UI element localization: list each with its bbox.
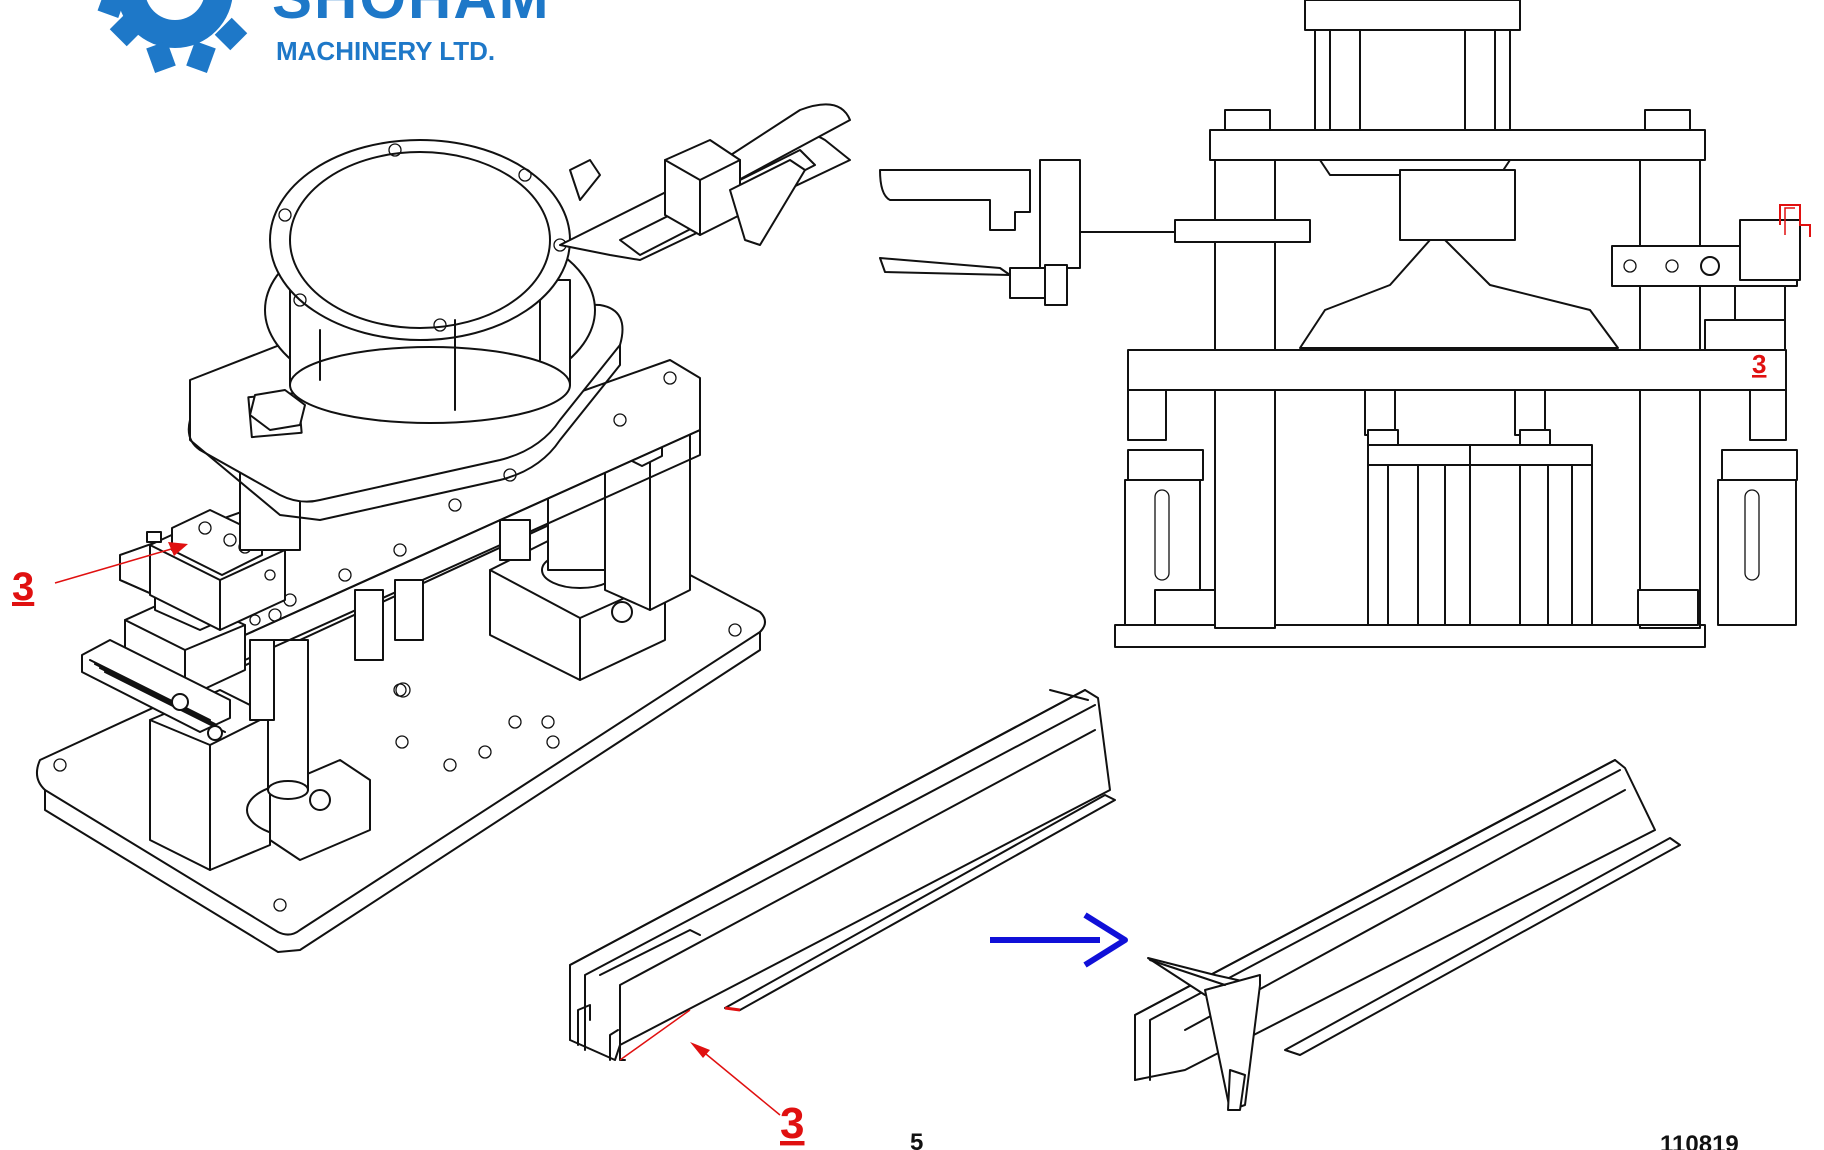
callout-right-label: 3 — [1752, 349, 1766, 379]
company-logo: SHOHAM MACHINERY LTD. — [97, 0, 551, 73]
machine-isometric-view — [35, 103, 851, 953]
callout-bottom-label: 3 — [780, 1099, 804, 1148]
callout-bottom: 3 — [690, 1042, 804, 1148]
drawing-number: 110819 — [1660, 1131, 1739, 1150]
brand-name: SHOHAM — [272, 0, 551, 31]
profile-after — [1134, 759, 1681, 1111]
machine-front-view — [879, 0, 1811, 648]
gear-icon — [97, 0, 248, 73]
brand-subtitle: MACHINERY LTD. — [276, 36, 495, 66]
callout-left-label: 3 — [12, 565, 34, 609]
page-number: 5 — [910, 1129, 923, 1150]
transform-arrow — [990, 912, 1128, 968]
profile-before — [569, 689, 1116, 1061]
callout-left: 3 — [12, 542, 188, 609]
